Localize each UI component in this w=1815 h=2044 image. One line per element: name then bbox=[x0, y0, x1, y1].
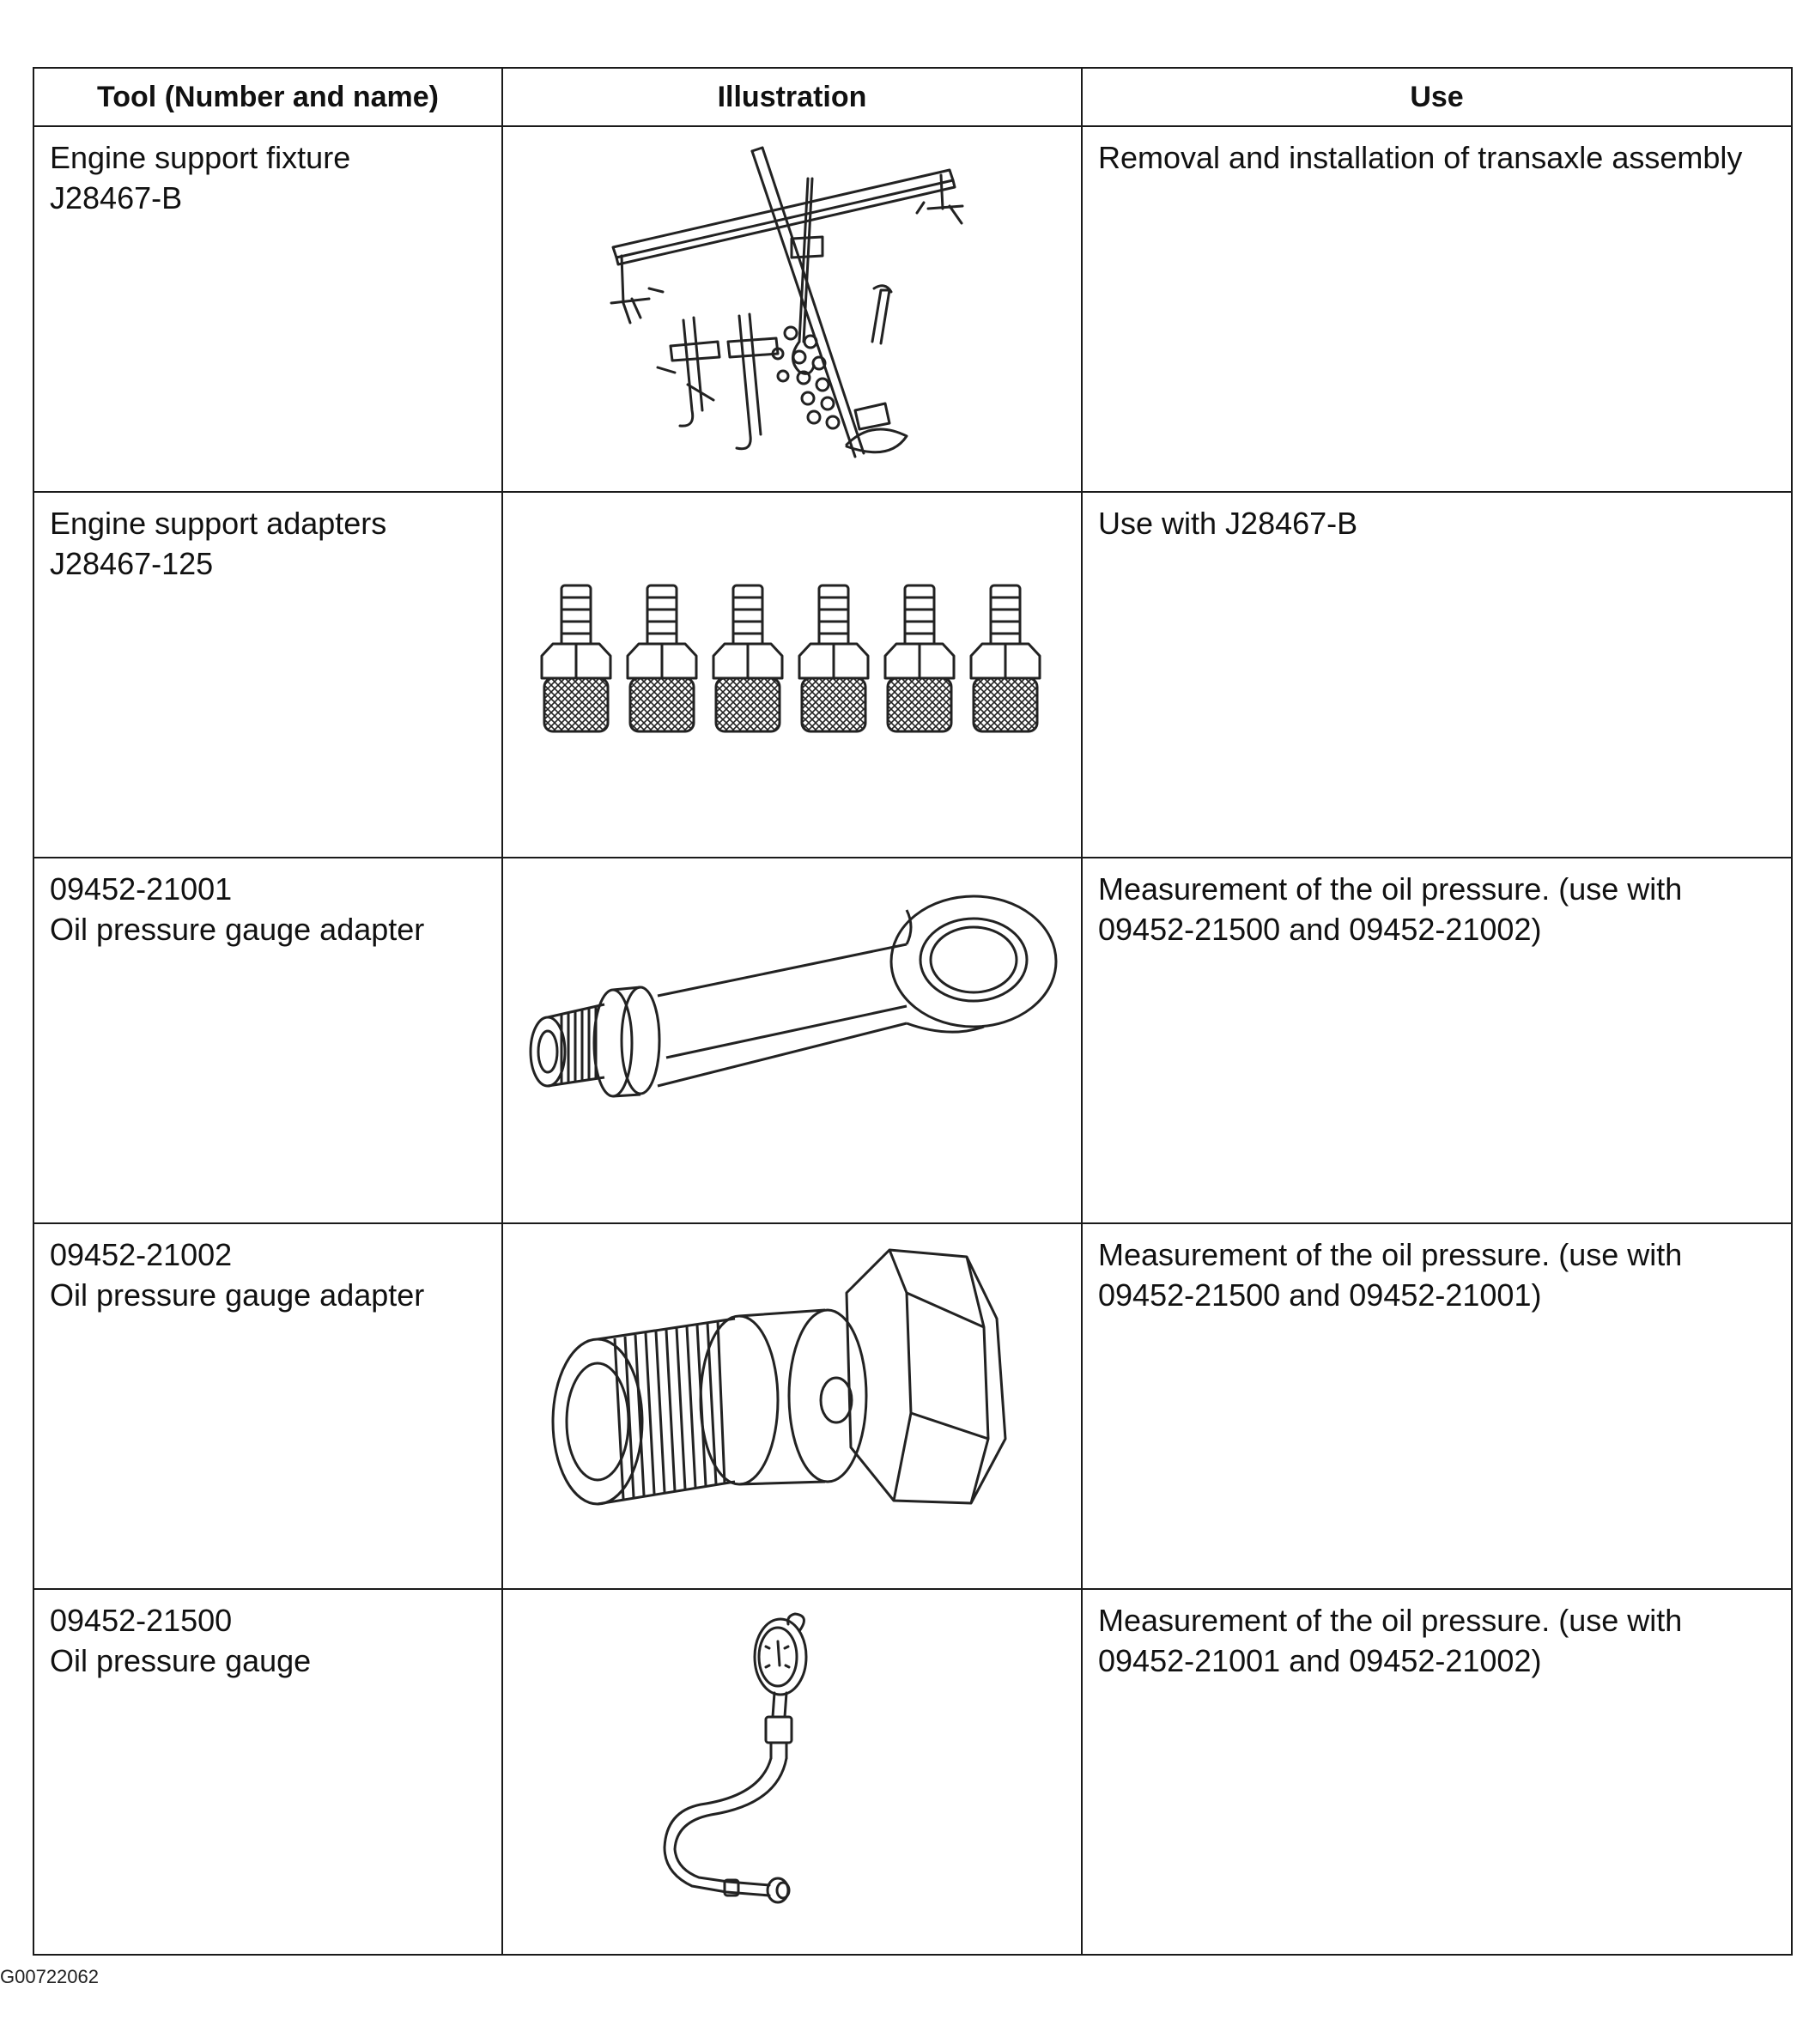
table-row: 09452-21001 Oil pressure gauge adapter bbox=[33, 857, 1793, 1224]
tool-cell: 09452-21500 Oil pressure gauge bbox=[33, 1588, 503, 1956]
tool-number: 09452-21002 bbox=[50, 1237, 233, 1272]
adapter-5 bbox=[883, 584, 956, 733]
header-tool: Tool (Number and name) bbox=[33, 67, 503, 127]
illustration-cell bbox=[501, 857, 1083, 1224]
use-cell: Use with J28467-B bbox=[1081, 491, 1793, 858]
engine-support-fixture-drawing-icon bbox=[610, 146, 964, 458]
tool-number: 09452-21001 bbox=[50, 871, 233, 907]
tool-number: J28467-125 bbox=[50, 546, 214, 581]
banjo-adapter-drawing-icon bbox=[529, 895, 1058, 1098]
adapter-6 bbox=[969, 584, 1041, 733]
header-use: Use bbox=[1081, 67, 1793, 127]
tool-name: Oil pressure gauge bbox=[50, 1643, 312, 1678]
hex-bolt-adapter-drawing-icon bbox=[551, 1248, 1007, 1506]
engine-support-adapters-drawing-icon bbox=[540, 584, 1041, 733]
use-text: Measurement of the oil pressure. (use wi… bbox=[1098, 1603, 1683, 1678]
use-text: Measurement of the oil pressure. (use wi… bbox=[1098, 1237, 1683, 1313]
tool-cell: Engine support adapters J28467-125 bbox=[33, 491, 503, 858]
adapter-3 bbox=[712, 584, 784, 733]
tool-cell: 09452-21001 Oil pressure gauge adapter bbox=[33, 857, 503, 1224]
use-cell: Measurement of the oil pressure. (use wi… bbox=[1081, 857, 1793, 1224]
tool-table-sheet: Tool (Number and name) Illustration Use … bbox=[33, 67, 1793, 1956]
illustration-cell bbox=[501, 491, 1083, 858]
tool-cell: Engine support fixture J28467-B bbox=[33, 125, 503, 493]
table-header-row: Tool (Number and name) Illustration Use bbox=[33, 67, 1793, 127]
oil-pressure-gauge-drawing-icon bbox=[663, 1612, 808, 1904]
tool-name: Oil pressure gauge adapter bbox=[50, 1277, 425, 1313]
table-row: 09452-21500 Oil pressure gauge bbox=[33, 1588, 1793, 1956]
tool-number: J28467-B bbox=[50, 180, 183, 215]
tool-name: Engine support adapters bbox=[50, 506, 387, 541]
illustration-cell bbox=[501, 1588, 1083, 1956]
header-illustration: Illustration bbox=[501, 67, 1083, 127]
tool-number: 09452-21500 bbox=[50, 1603, 233, 1638]
table-row: 09452-21002 Oil pressure gauge adapter bbox=[33, 1222, 1793, 1590]
tool-name: Oil pressure gauge adapter bbox=[50, 912, 425, 947]
use-cell: Removal and installation of transaxle as… bbox=[1081, 125, 1793, 493]
adapter-4 bbox=[798, 584, 870, 733]
use-text: Measurement of the oil pressure. (use wi… bbox=[1098, 871, 1683, 947]
use-text: Removal and installation of transaxle as… bbox=[1098, 140, 1743, 175]
illustration-cell bbox=[501, 125, 1083, 493]
use-text: Use with J28467-B bbox=[1098, 506, 1358, 541]
adapter-1 bbox=[540, 584, 612, 733]
use-cell: Measurement of the oil pressure. (use wi… bbox=[1081, 1222, 1793, 1590]
use-cell: Measurement of the oil pressure. (use wi… bbox=[1081, 1588, 1793, 1956]
special-tools-table: Tool (Number and name) Illustration Use … bbox=[33, 67, 1793, 1956]
illustration-cell bbox=[501, 1222, 1083, 1590]
adapter-2 bbox=[626, 584, 698, 733]
table-row: Engine support fixture J28467-B bbox=[33, 125, 1793, 493]
table-row: Engine support adapters J28467-125 bbox=[33, 491, 1793, 858]
tool-cell: 09452-21002 Oil pressure gauge adapter bbox=[33, 1222, 503, 1590]
figure-code: G00722062 bbox=[0, 1966, 99, 1987]
tool-name: Engine support fixture bbox=[50, 140, 351, 175]
